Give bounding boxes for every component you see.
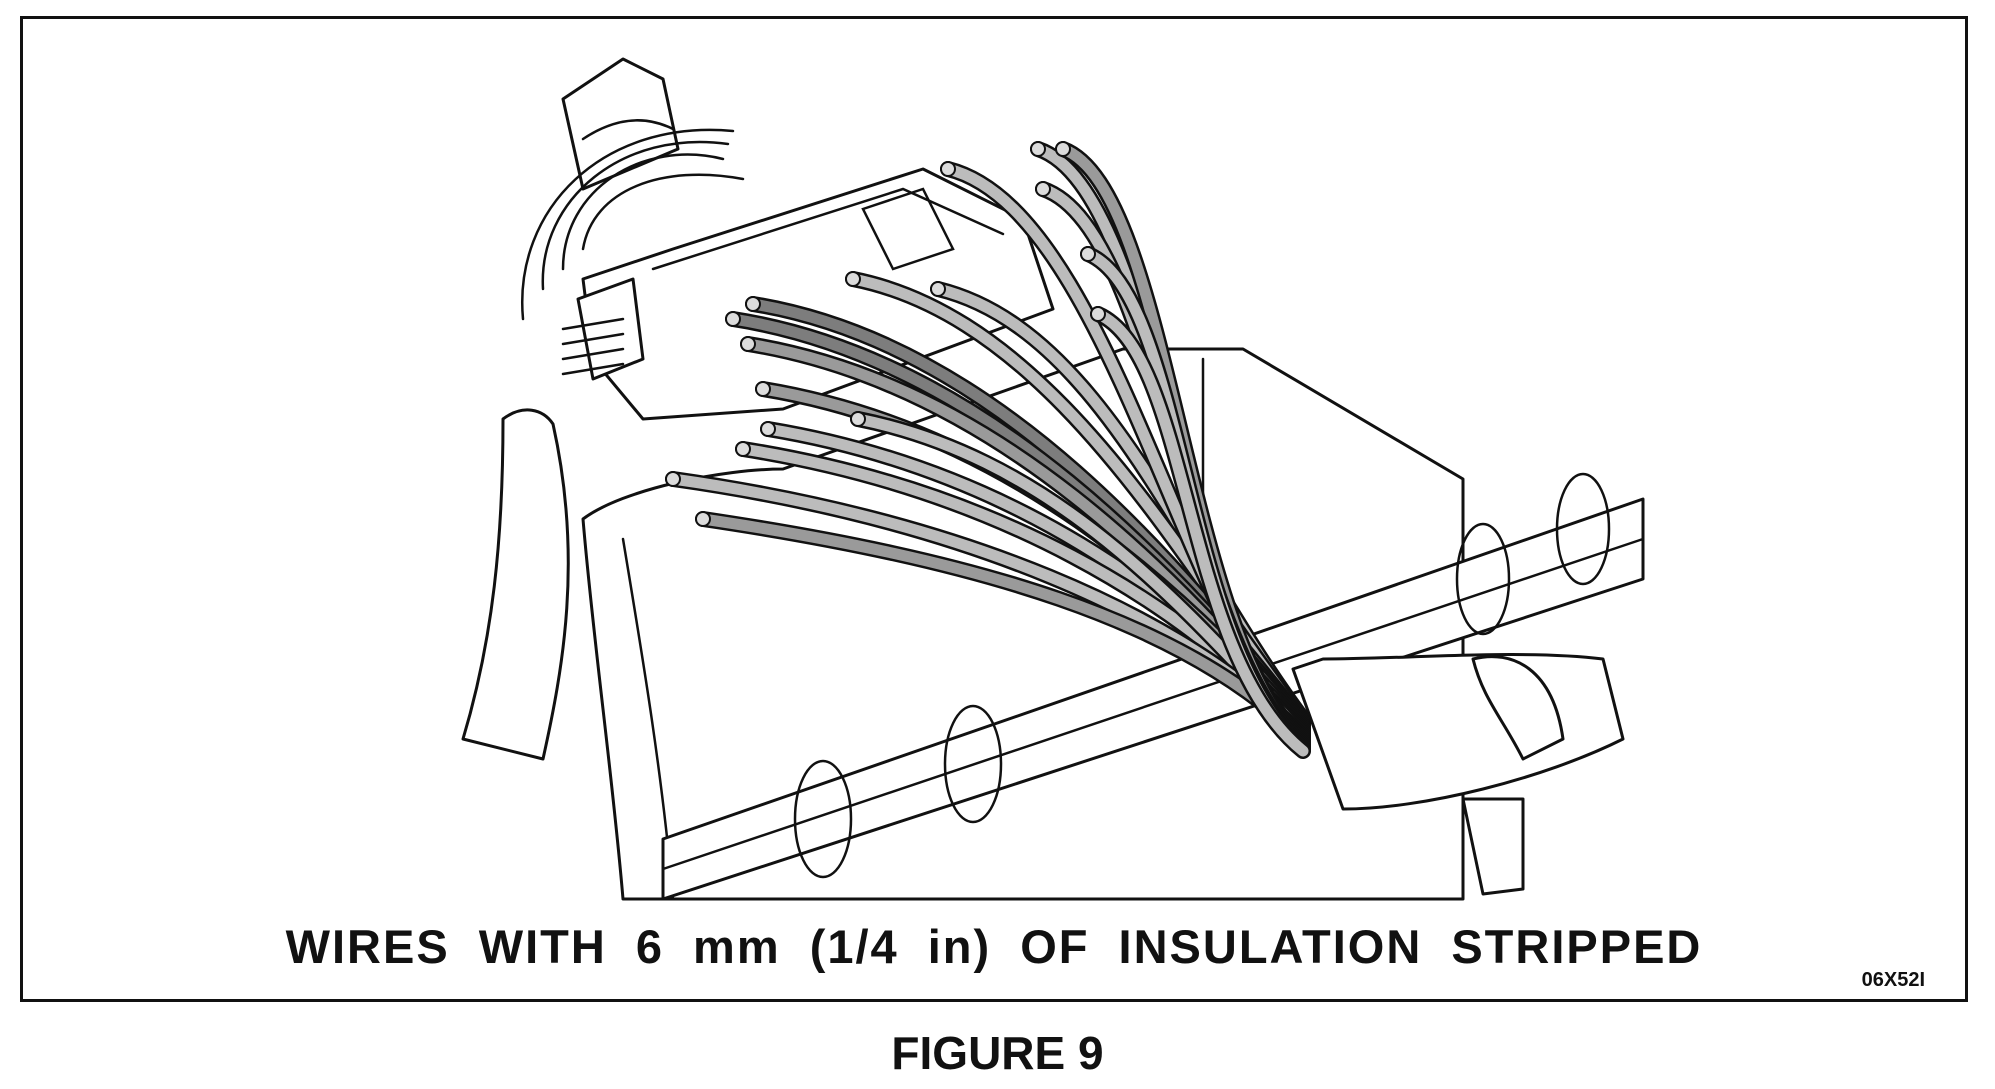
stripped-wire-end [850,411,866,427]
wire [1090,306,1311,759]
stripped-wire-end [1090,306,1106,322]
stripped-wire-end [735,441,751,457]
connector-block [561,167,1055,421]
stripped-wire-end [1055,141,1071,157]
corrugated-conduit [461,408,570,761]
harness-boot [1291,653,1625,896]
wire-bundle [665,141,1311,759]
stripped-wire-end [755,381,771,397]
stripped-wire-end [845,271,861,287]
mounting-bracket [661,497,1645,901]
figure-caption: WIRES WITH 6 mm (1/4 in) OF INSULATION S… [285,920,1703,973]
stripped-wire-end [665,471,681,487]
stripped-wire-end [760,421,776,437]
figure-code: 06X52I [1861,969,1925,991]
stripped-wire-end [695,511,711,527]
figure-frame: WIRES WITH 6 mm (1/4 in) OF INSULATION S… [20,16,1968,1002]
clockspring-coil [520,128,745,321]
figure-title: FIGURE 9 [891,1027,1104,1079]
stripped-wire-end [1080,246,1096,262]
stripped-wire-end [930,281,946,297]
stripped-wire-end [740,336,756,352]
stripped-wire-end [725,311,741,327]
stripped-wire-end [1030,141,1046,157]
stripped-wire-end [1035,181,1051,197]
cable-ties [793,472,1611,879]
wiring-illustration [461,57,1645,901]
steering-column [561,57,680,191]
stripped-wire-end [940,161,956,177]
stripped-wire-end [745,296,761,312]
